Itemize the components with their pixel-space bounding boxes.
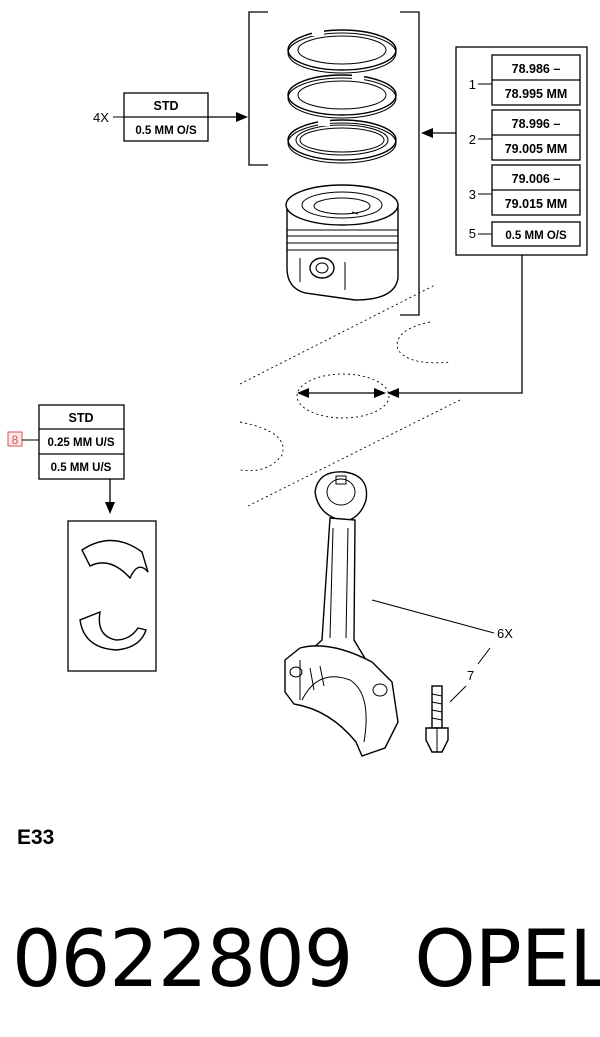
piston-size-os: 0.5 MM O/S: [505, 230, 567, 242]
bearing-callout[interactable]: 8: [12, 433, 19, 447]
piston-size-callout-5: 5: [469, 226, 476, 241]
ring-size-std: STD: [154, 99, 179, 113]
piston-size-1-max: 78.995 MM: [505, 87, 568, 101]
bearing-shells-drawing: [67, 520, 157, 672]
bearing-size-std: STD: [69, 411, 94, 425]
piston-size-2-max: 79.005 MM: [505, 142, 568, 156]
brand-name: OPEL: [414, 915, 600, 1005]
piston-size-1-min: 78.986 –: [512, 62, 561, 76]
rod-and-bolt-callouts: 6X 7: [371, 599, 513, 703]
piston-size-callout-2: 2: [469, 132, 476, 147]
piston-size-callout-1: 1: [469, 77, 476, 92]
part-number: 0622809: [12, 915, 353, 1005]
footer: 0622809 OPEL: [12, 905, 600, 1015]
piston-rings-drawing: [287, 28, 397, 164]
piston-size-callout-3: 3: [469, 187, 476, 202]
piston-drawing: [285, 184, 399, 301]
piston-ring-bracket: [248, 11, 420, 316]
piston-size-3-max: 79.015 MM: [505, 197, 568, 211]
bearing-size-05-us: 0.5 MM U/S: [51, 462, 112, 474]
bearing-size-025-us: 0.25 MM U/S: [47, 437, 114, 449]
cylinder-block-outline: [239, 284, 461, 507]
selected-callout-marker[interactable]: [7, 431, 23, 447]
bearing-size-table: 8 STD 0.25 MM U/S 0.5 MM U/S: [7, 404, 125, 514]
parts-diagram: 4X STD 0.5 MM O/S: [7, 11, 588, 757]
piston-size-2-min: 78.996 –: [512, 117, 561, 131]
ring-quantity-callout: 4X: [93, 110, 109, 125]
connecting-rod-drawing: [284, 471, 449, 757]
piston-size-table: 1 78.986 – 78.995 MM 2 78.996 – 79.005 M…: [387, 46, 588, 398]
ring-size-table: 4X STD 0.5 MM O/S: [93, 92, 248, 142]
ring-size-os: 0.5 MM O/S: [135, 125, 197, 137]
piston-size-3-min: 79.006 –: [512, 172, 561, 186]
diagram-code: E33: [17, 826, 55, 849]
rod-quantity-callout: 6X: [497, 626, 513, 641]
bolt-callout: 7: [467, 668, 474, 683]
